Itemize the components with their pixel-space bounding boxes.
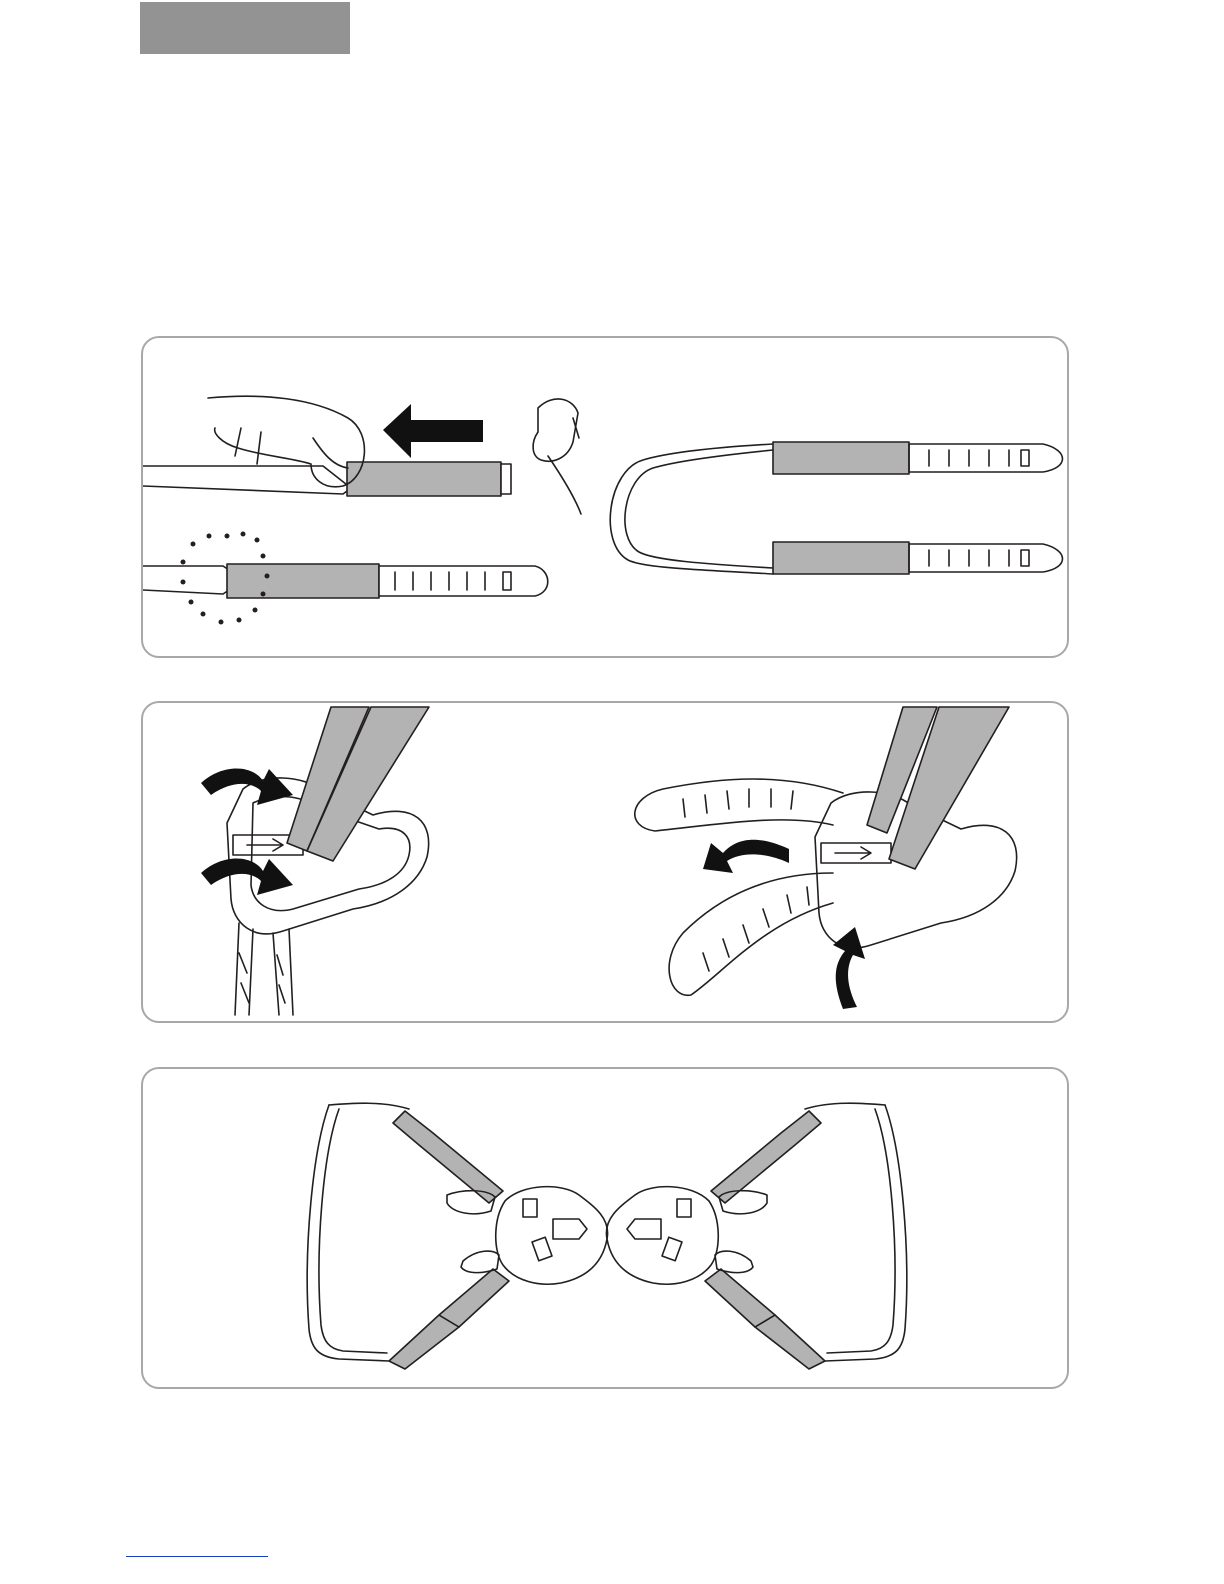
footer-rule [126,1556,268,1557]
strap-sleeve [711,1111,821,1203]
direction-arrow [703,840,789,873]
direction-arrow [833,927,865,1009]
strap-sleeve [705,1269,775,1327]
instruction-panel-3 [141,1067,1069,1389]
buckle-icon [496,1187,608,1285]
insert-arrow [201,859,293,896]
instruction-panel-1 [141,336,1069,658]
instruction-panel-2 [141,701,1069,1023]
strap-loop [610,444,773,574]
strap-loose-end [635,779,843,831]
hand-icon [208,396,364,487]
strap-end-bottom [143,566,229,594]
panel-3-illustration [143,1069,1069,1389]
section-header-tab [140,2,350,54]
strap-sleeve [393,1111,503,1203]
strap-loose-end [669,873,833,995]
strap-sleeve-top [347,462,501,496]
slide-direction-arrow [383,404,483,458]
buckle-icon [606,1187,718,1285]
panel-2-illustration [143,703,1069,1023]
strap-tail-top [143,466,351,494]
strap-sleeve [439,1269,509,1327]
panel-1-illustration [143,338,1069,658]
hand-icon [533,399,578,461]
